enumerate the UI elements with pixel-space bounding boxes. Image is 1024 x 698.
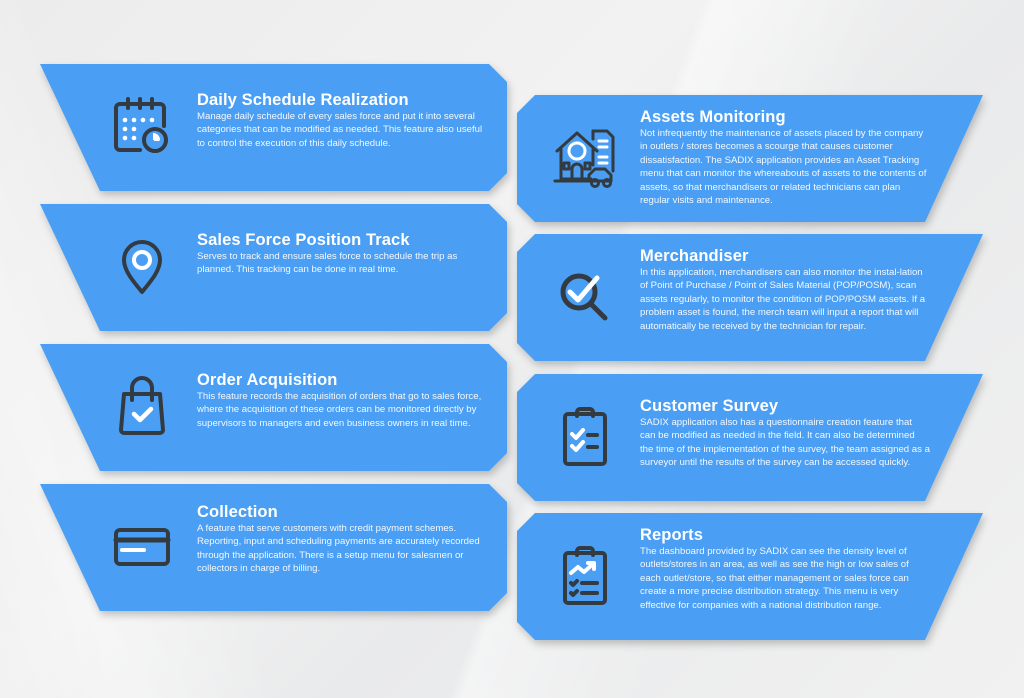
clipboard-chart-icon (553, 543, 617, 607)
feature-description: Not infrequently the maintenance of asse… (640, 128, 927, 207)
feature-card-position-track: Sales Force Position Track Serves to tra… (40, 204, 507, 331)
feature-card-customer-survey: Customer Survey SADIX application also h… (517, 374, 983, 501)
feature-title: Order Acquisition (197, 371, 338, 389)
feature-title: Sales Force Position Track (197, 231, 410, 249)
house-asset-icon (553, 125, 617, 189)
card-content: Customer Survey SADIX application also h… (640, 396, 930, 470)
card-background (40, 344, 507, 471)
feature-description: This feature records the acquisition of … (197, 391, 482, 429)
card-content: Collection A feature that serve customer… (197, 502, 487, 576)
feature-description: SADIX application also has a questionnai… (640, 417, 930, 469)
feature-title: Daily Schedule Realization (197, 91, 409, 109)
feature-description: Serves to track and ensure sales force t… (197, 251, 458, 276)
clipboard-checklist-icon (553, 404, 617, 468)
card-background (517, 374, 983, 501)
feature-card-assets-monitoring: Assets Monitoring Not infrequently the m… (517, 95, 983, 222)
card-content: Assets Monitoring Not infrequently the m… (640, 107, 930, 207)
feature-title: Merchandiser (640, 247, 749, 265)
card-content: Sales Force Position Track Serves to tra… (197, 230, 487, 277)
feature-title: Collection (197, 503, 278, 521)
feature-title: Reports (640, 526, 704, 544)
card-content: Order Acquisition This feature records t… (197, 370, 487, 430)
feature-description: Manage daily schedule of every sales for… (197, 111, 483, 149)
feature-card-order-acquisition: Order Acquisition This feature records t… (40, 344, 507, 471)
card-background (517, 95, 983, 222)
feature-description: In this application, merchandisers can a… (640, 267, 926, 332)
feature-card-reports: Reports The dashboard provided by SADIX … (517, 513, 983, 640)
magnifier-check-icon (553, 264, 617, 328)
feature-card-merchandiser: Merchandiser In this application, mercha… (517, 234, 983, 361)
feature-title: Customer Survey (640, 397, 779, 415)
shopping-bag-check-icon (110, 374, 174, 438)
card-background (517, 513, 983, 640)
card-content: Reports The dashboard provided by SADIX … (640, 525, 930, 612)
card-content: Merchandiser In this application, mercha… (640, 246, 930, 333)
card-background (40, 204, 507, 331)
calendar-clock-icon (110, 94, 174, 158)
feature-title: Assets Monitoring (640, 108, 786, 126)
feature-card-collection: Collection A feature that serve customer… (40, 484, 507, 611)
feature-description: A feature that serve customers with cred… (197, 523, 480, 575)
card-content: Daily Schedule Realization Manage daily … (197, 90, 487, 150)
feature-card-daily-schedule: Daily Schedule Realization Manage daily … (40, 64, 507, 191)
feature-description: The dashboard provided by SADIX can see … (640, 546, 909, 611)
location-pin-icon (110, 234, 174, 298)
credit-card-icon (110, 514, 174, 578)
